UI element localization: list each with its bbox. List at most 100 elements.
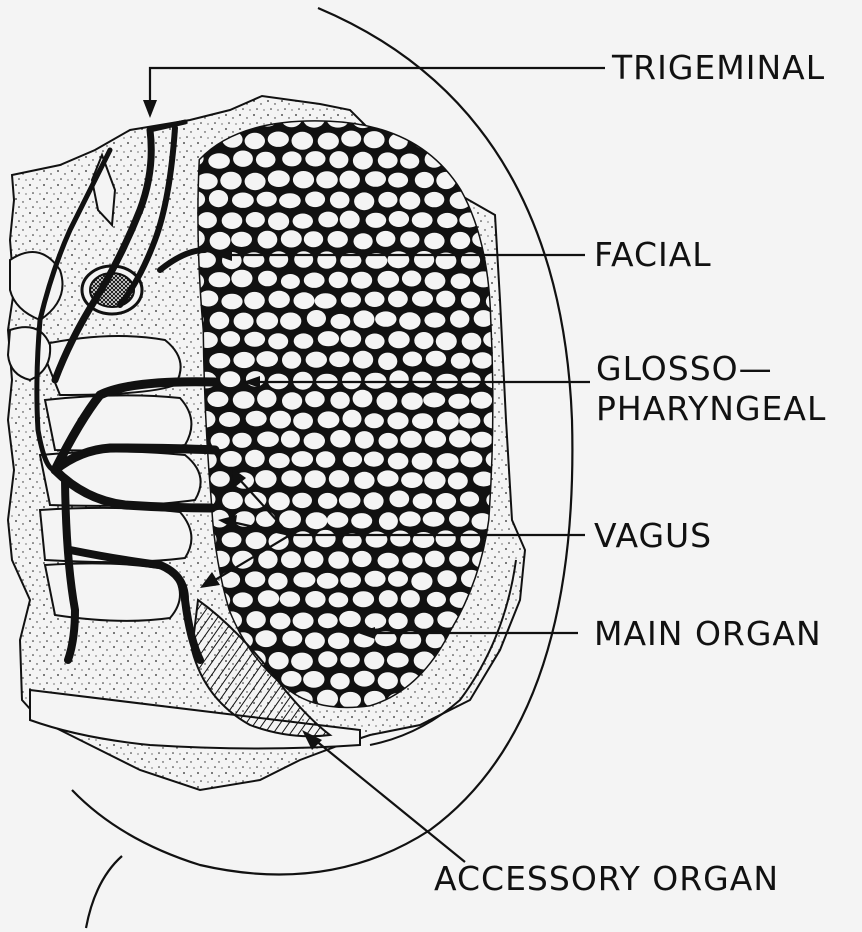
electroplax-cell: [329, 151, 348, 168]
electroplax-cell: [460, 492, 479, 507]
electroplax-cell: [461, 292, 480, 309]
electroplax-cell: [318, 133, 339, 150]
electroplax-cell: [220, 371, 240, 387]
electroplax-cell: [399, 312, 420, 329]
electroplax-cell: [328, 633, 349, 649]
electroplax-cell: [351, 513, 372, 528]
trigeminal-leader: [150, 68, 605, 110]
electroplax-cell: [400, 154, 419, 169]
electroplax-cell: [365, 373, 387, 389]
electroplax-cell: [340, 572, 361, 588]
electroplax-cell: [245, 133, 265, 149]
electroplax-cell: [388, 331, 409, 348]
electroplax-cell: [282, 631, 302, 647]
electroplax-cell: [448, 472, 468, 489]
electroplax-cell: [412, 453, 433, 470]
electroplax-cell: [281, 431, 300, 448]
electroplax-cell: [220, 172, 241, 190]
electroplax-cell: [270, 613, 291, 630]
electroplax-cell: [316, 451, 335, 468]
electroplax-cell: [449, 551, 469, 567]
electroplax-cell: [423, 393, 445, 408]
electroplax-cell: [509, 453, 529, 470]
label-vagus: VAGUS: [594, 517, 712, 555]
electroplax-cell: [414, 251, 434, 268]
electroplax-cell: [330, 673, 349, 689]
electroplax-cell: [268, 212, 289, 230]
label-accessory-organ: ACCESSORY ORGAN: [434, 860, 779, 898]
electroplax-cell: [354, 233, 373, 249]
electroplax-cell: [388, 291, 408, 307]
electroplax-cell: [329, 272, 348, 288]
electroplax-cell: [293, 531, 312, 547]
electroplax-cell: [376, 114, 396, 130]
electroplax-cell: [388, 453, 409, 470]
electroplax-cell: [436, 291, 455, 308]
electroplax-cell: [366, 213, 387, 228]
electroplax-cell: [207, 392, 228, 407]
electroplax-cell: [268, 333, 288, 349]
electroplax-cell: [316, 171, 338, 188]
electroplax-cell: [268, 573, 287, 590]
electroplax-cell: [245, 173, 266, 190]
electroplax-cell: [510, 333, 530, 348]
electroplax-cell: [353, 152, 373, 170]
electroplax-cell: [378, 152, 398, 168]
electroplax-cell: [388, 173, 408, 188]
electroplax-cell: [460, 451, 482, 467]
electroplax-cell: [339, 611, 361, 627]
electroplax-cell: [293, 413, 313, 430]
electroplax-cell: [377, 392, 398, 410]
electroplax-cell: [425, 551, 445, 568]
electroplax-cell: [258, 271, 277, 287]
electroplax-cell: [343, 452, 362, 467]
electroplax-cell: [282, 351, 301, 368]
electroplax-cell: [364, 492, 384, 509]
electroplax-cell: [399, 511, 420, 526]
electroplax-cell: [437, 133, 458, 149]
electroplax-cell: [256, 312, 278, 329]
electroplax-cell: [425, 431, 446, 448]
electroplax-cell: [307, 310, 326, 327]
electroplax-cell: [234, 313, 254, 330]
electroplax-cell: [364, 452, 384, 467]
electroplax-cell: [256, 152, 276, 168]
electroplax-cell: [306, 352, 327, 368]
electroplax-cell: [246, 411, 267, 427]
electroplax-cell: [424, 472, 445, 490]
electroplax-cell: [328, 231, 348, 248]
label-facial: FACIAL: [594, 236, 712, 274]
electroplax-cell: [293, 572, 315, 587]
electroplax-cell: [281, 671, 301, 687]
electroplax-cell: [257, 432, 279, 447]
electroplax-cell: [402, 552, 422, 568]
electroplax-cell: [303, 671, 324, 688]
electroplax-cell: [281, 230, 302, 247]
electroplax-cell: [414, 613, 433, 629]
electroplax-cell: [281, 470, 301, 486]
electroplax-cell: [342, 372, 361, 390]
electroplax-cell: [245, 450, 265, 467]
electroplax-cell: [341, 131, 361, 147]
electroplax-cell: [508, 212, 530, 230]
electroplax-cell: [232, 193, 254, 208]
electroplax-cell: [318, 212, 338, 228]
electroplax-cell: [353, 390, 373, 408]
electroplax-cell: [209, 272, 231, 287]
electroplax-cell: [462, 333, 482, 350]
electroplax-cell: [378, 672, 398, 689]
electroplax-cell: [305, 470, 326, 488]
electroplax-cell: [423, 512, 445, 527]
electroplax-cell: [437, 213, 457, 228]
electroplax-cell: [378, 353, 397, 370]
electroplax-cell: [318, 331, 339, 346]
electroplax-cell: [412, 372, 432, 388]
electroplax-cell: [305, 632, 325, 649]
electroplax-cell: [279, 193, 301, 208]
electroplax-cell: [327, 512, 348, 528]
electroplax-cell: [400, 431, 422, 448]
electroplax-cell: [269, 453, 290, 468]
electroplax-cell: [221, 294, 242, 310]
electroplax-cell: [389, 613, 408, 629]
electroplax-cell: [330, 192, 350, 209]
